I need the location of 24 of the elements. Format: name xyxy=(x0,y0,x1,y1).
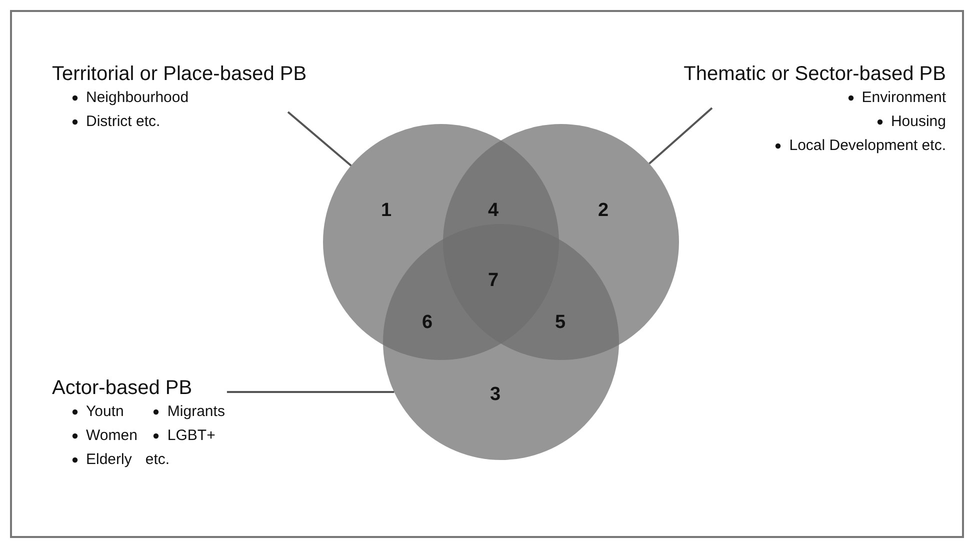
list-item: Neighbourhood xyxy=(64,86,307,110)
list-item: Environment xyxy=(684,86,946,110)
category-heading: Thematic or Sector-based PB xyxy=(684,62,946,86)
region-number: 1 xyxy=(381,201,392,220)
leader-line xyxy=(648,107,713,164)
region-number: 3 xyxy=(490,385,501,404)
leader-line xyxy=(226,391,394,393)
leader-line xyxy=(287,111,352,166)
category-heading: Actor-based PB xyxy=(52,376,194,400)
list-item: Housing xyxy=(684,110,946,134)
region-number: 2 xyxy=(598,201,609,220)
region-number: 6 xyxy=(422,313,433,332)
list-item: Youtn xyxy=(64,400,138,424)
list-item: Migrants xyxy=(145,400,225,424)
list-item: Elderly xyxy=(64,448,138,472)
region-number: 4 xyxy=(488,201,499,220)
category-heading: Territorial or Place-based PB xyxy=(52,62,307,86)
list-item: LGBT+ xyxy=(145,424,225,448)
list-item: Women xyxy=(64,424,138,448)
region-number: 7 xyxy=(488,271,499,290)
list-item: etc. xyxy=(145,450,171,470)
list-item: District etc. xyxy=(64,110,307,134)
list-item: Local Development etc. xyxy=(684,134,946,158)
region-number: 5 xyxy=(555,313,566,332)
